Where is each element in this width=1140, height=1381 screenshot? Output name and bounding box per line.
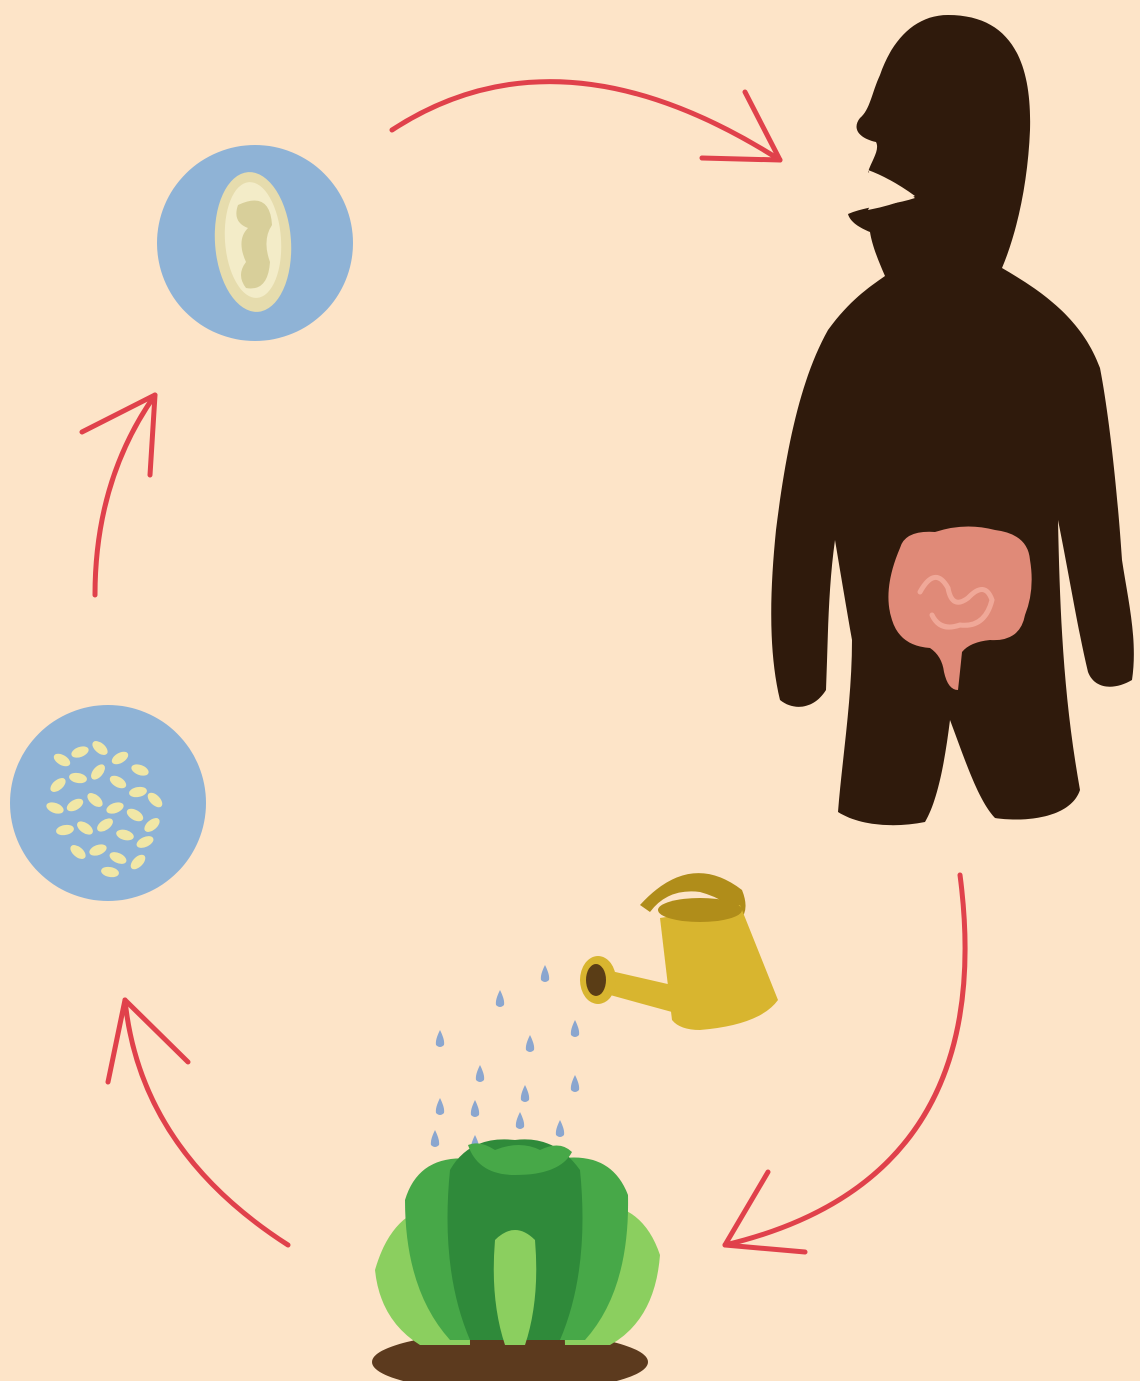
eggs-circle-icon [10,705,206,901]
egg-circle-icon [157,145,353,341]
